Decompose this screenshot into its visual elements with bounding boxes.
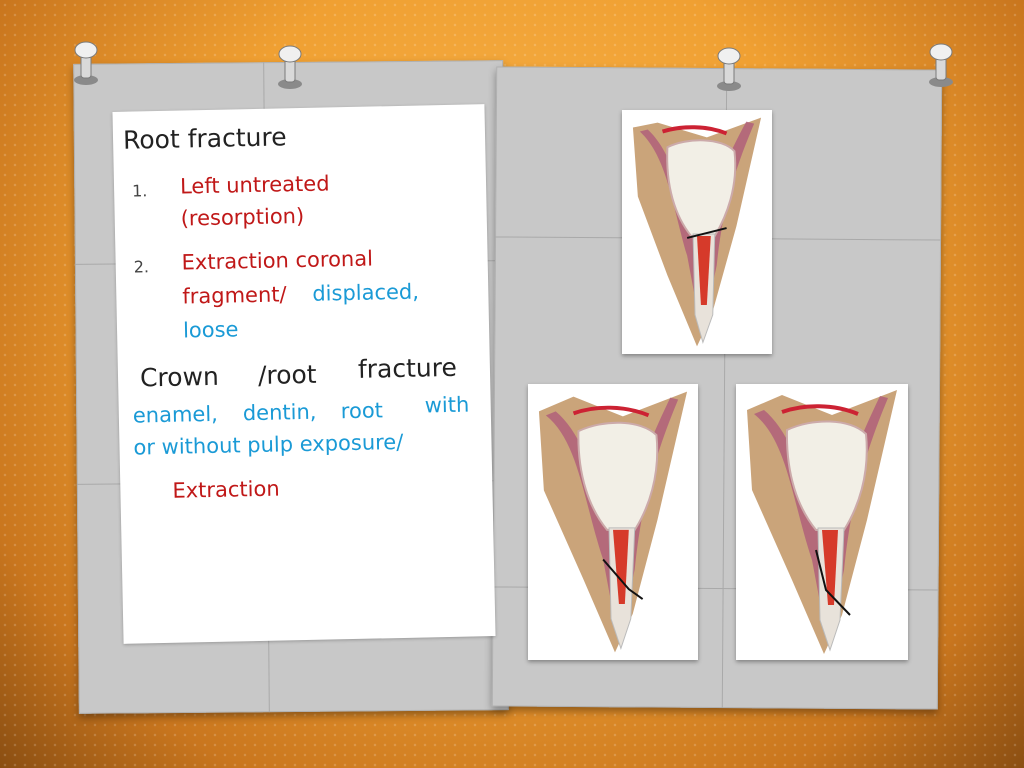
list-item-text: Extraction coronal [181,246,374,275]
tooth-illustration [747,390,897,654]
pushpin-icon [717,47,741,91]
crown-desc: with [424,392,470,418]
list-number: 1. [131,181,148,201]
list-item-text: Left untreated [179,171,330,199]
pushpin-icon [278,45,302,89]
crown-desc: enamel, [132,401,219,428]
tooth-photo-2 [528,384,698,660]
list-item-highlight: loose [182,317,239,343]
crown-desc: dentin, [242,399,317,426]
list-number: 2. [133,257,150,277]
tooth-illustration [538,391,688,653]
note-title: Root fracture [122,122,287,155]
crown-word: /root [257,359,317,390]
treatment-text: Extraction [172,476,280,503]
pushpin-icon [929,43,953,87]
list-item-text: (resorption) [180,203,305,231]
pushpin-icon [74,41,98,85]
text-note-card: Root fracture 1. Left untreated (resorpt… [112,104,496,644]
crown-desc: or without pulp exposure/ [133,429,404,460]
list-item-text: fragment/ [182,282,287,309]
crown-word: fracture [357,352,458,384]
list-item-highlight: displaced, [312,279,420,306]
tooth-illustration [632,117,762,347]
tooth-photo-3 [736,384,908,660]
tooth-photo-1 [622,110,772,354]
crown-word: Crown [139,361,220,393]
crown-desc: root [340,398,384,424]
